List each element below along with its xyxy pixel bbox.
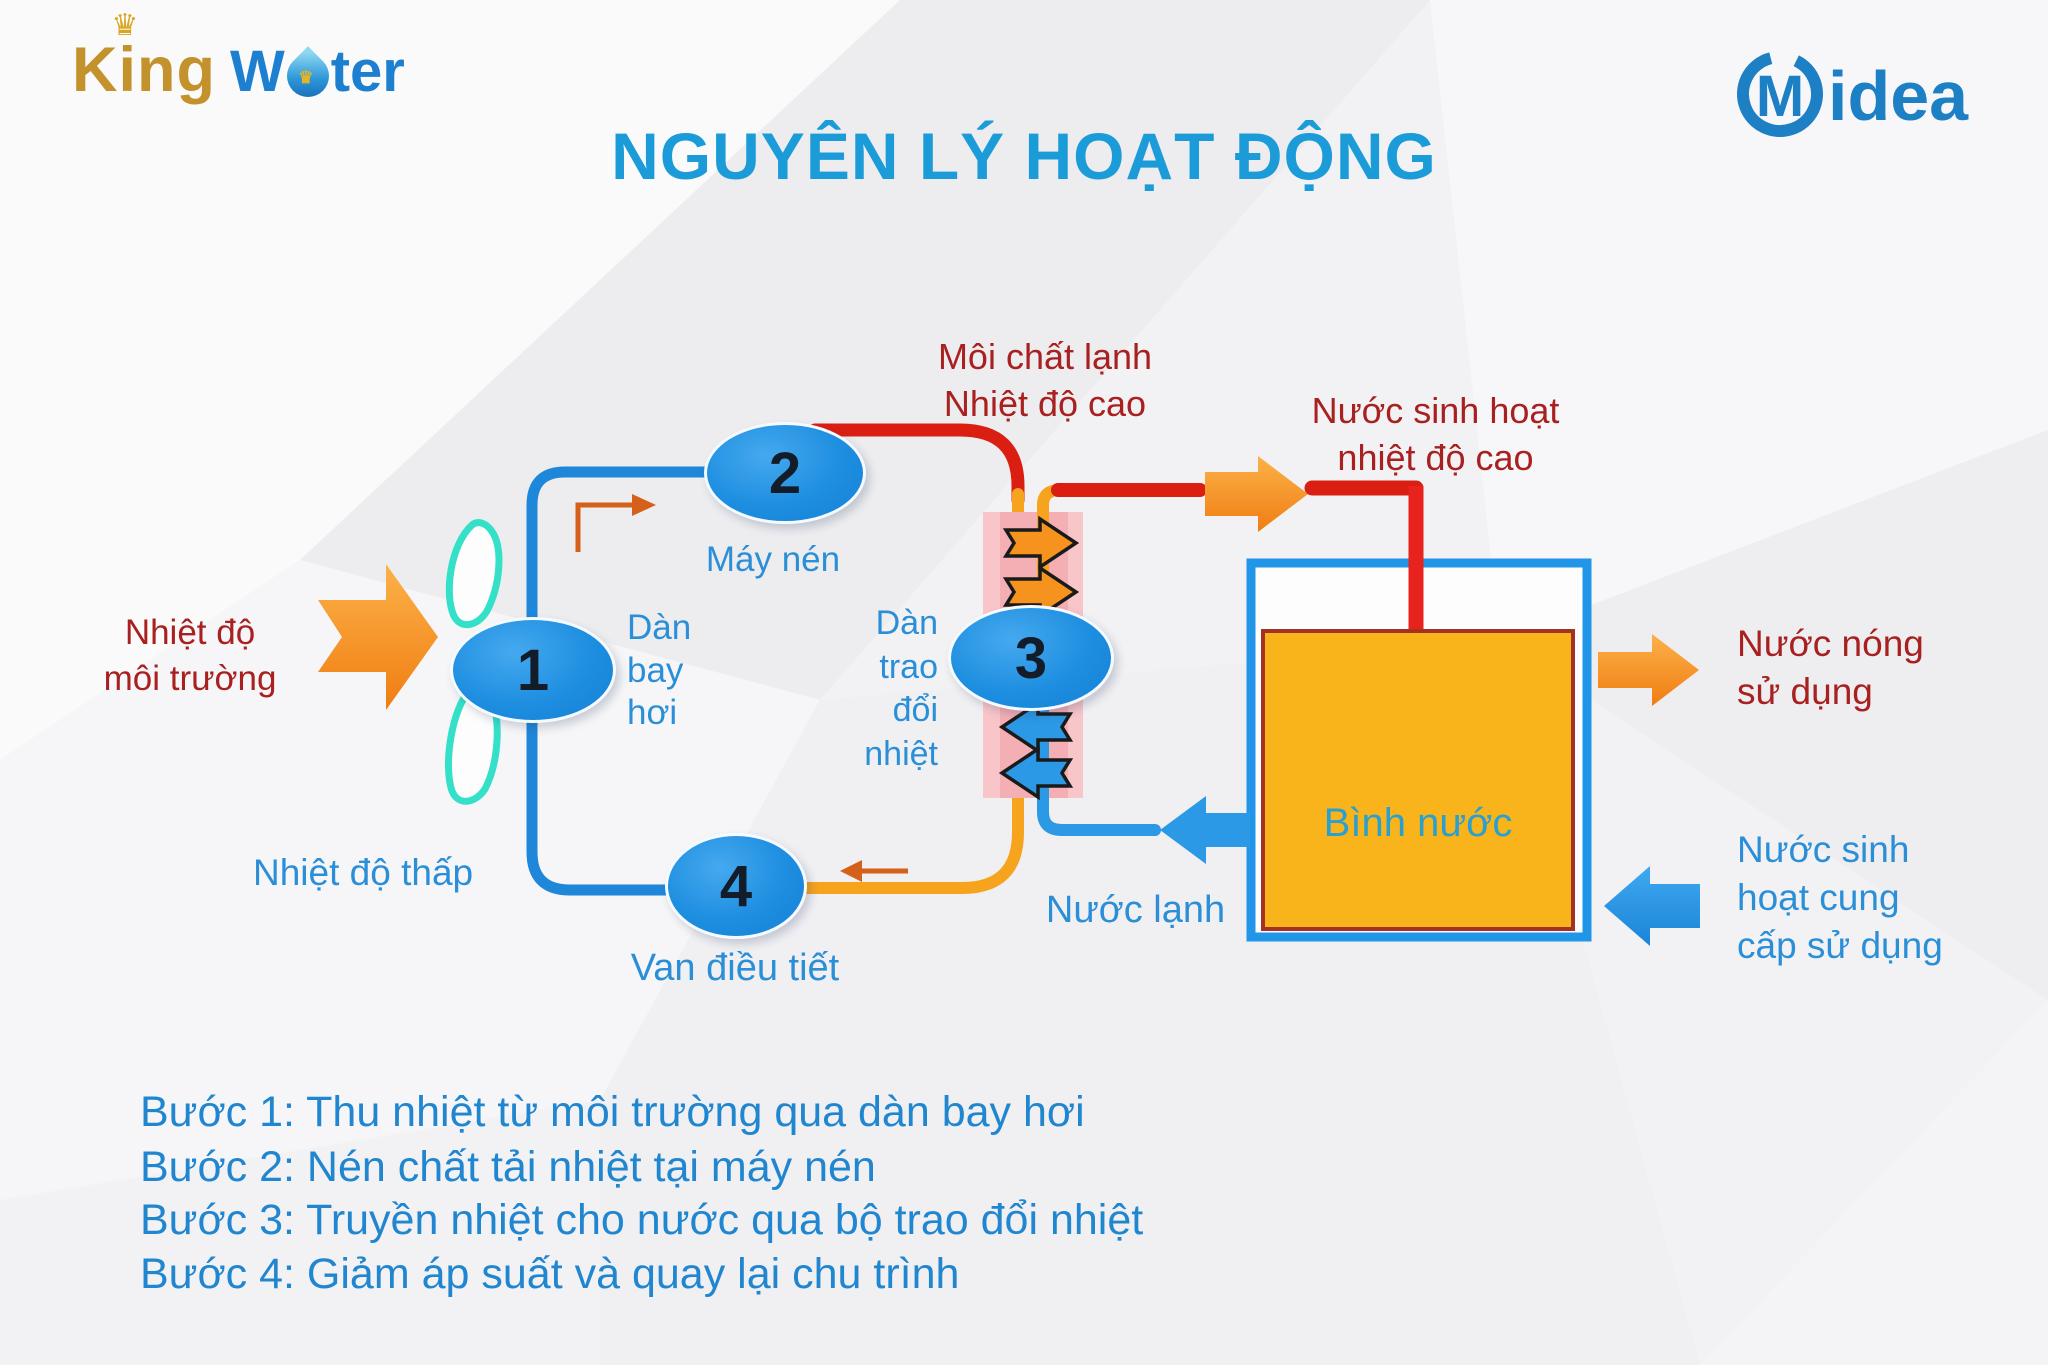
flow-arrow-up-right bbox=[575, 502, 634, 552]
midea-logo: M idea bbox=[1737, 50, 1969, 137]
label-ambient-temperature: Nhiệt độ môi trường bbox=[103, 613, 277, 698]
node-evaporator: 1 bbox=[450, 617, 616, 723]
step-4: Bước 4: Giảm áp suất và quay lại chu trì… bbox=[140, 1250, 960, 1298]
label-compressor: Máy nén bbox=[705, 540, 841, 579]
water-drop-icon: ♛ bbox=[278, 46, 338, 106]
node-number: 1 bbox=[516, 637, 550, 703]
king-word: Ki♛ng bbox=[72, 9, 216, 105]
crown-icon: ♛ bbox=[111, 9, 140, 42]
hot-water-arrow-icon bbox=[1205, 456, 1308, 532]
midea-idea: idea bbox=[1828, 57, 1969, 135]
label-low-temperature: Nhiệt độ thấp bbox=[253, 852, 474, 893]
node-number: 4 bbox=[719, 853, 753, 919]
pipe-cold-water-down bbox=[1037, 694, 1161, 836]
pipe-evaporator-to-compressor bbox=[526, 466, 721, 646]
page-title: NGUYÊN LÝ HOẠT ĐỘNG bbox=[611, 119, 1437, 193]
label-evaporator: Dàn bay hơi bbox=[627, 608, 692, 733]
ambient-heat-arrow-icon bbox=[318, 564, 438, 710]
step-3: Bước 3: Truyền nhiệt cho nước qua bộ tra… bbox=[140, 1196, 1144, 1244]
step-2: Bước 2: Nén chất tải nhiệt tại máy nén bbox=[140, 1143, 876, 1191]
node-expansion-valve: 4 bbox=[665, 833, 807, 939]
pipe-compressor-hot bbox=[808, 423, 1025, 507]
node-compressor: 2 bbox=[704, 422, 866, 524]
pipe-refrigerant-cooling bbox=[784, 488, 1024, 894]
tank-water-body bbox=[1261, 629, 1575, 931]
step-1: Bước 1: Thu nhiệt từ môi trường qua dàn … bbox=[140, 1088, 1085, 1136]
label-expansion-valve: Van điều tiết bbox=[630, 947, 840, 989]
label-cold-water: Nước lạnh bbox=[1045, 889, 1226, 931]
node-number: 3 bbox=[1014, 625, 1048, 691]
node-heat-exchanger: 3 bbox=[948, 605, 1114, 711]
supply-water-arrow-icon bbox=[1604, 866, 1700, 946]
pipe-valve-to-evaporator bbox=[526, 689, 688, 896]
midea-m: M bbox=[1756, 64, 1804, 129]
label-hot-water-use: Nước nóng sử dụng bbox=[1737, 623, 1924, 713]
fan-blade-top-icon bbox=[445, 519, 503, 629]
label-heat-exchanger: Dàn trao đổi nhiệt bbox=[864, 604, 938, 773]
hot-water-use-arrow-icon bbox=[1598, 634, 1699, 706]
label-hot-refrigerant: Môi chất lạnh Nhiệt độ cao bbox=[937, 336, 1153, 424]
flow-arrow-left-head bbox=[840, 860, 862, 882]
cold-in-arrow-icon bbox=[998, 745, 1074, 801]
drop-crown-icon: ♛ bbox=[298, 67, 314, 87]
node-number: 2 bbox=[768, 440, 802, 506]
label-hot-domestic-water: Nước sinh hoạt nhiệt độ cao bbox=[1311, 390, 1560, 478]
label-water-tank: Bình nước bbox=[1323, 801, 1513, 845]
water-word: W♛ter bbox=[229, 39, 405, 106]
flow-arrow-up-right-head bbox=[632, 494, 656, 516]
cold-water-arrow-icon bbox=[1160, 796, 1250, 864]
label-supply-water: Nước sinh hoạt cung cấp sử dụng bbox=[1737, 829, 1943, 967]
